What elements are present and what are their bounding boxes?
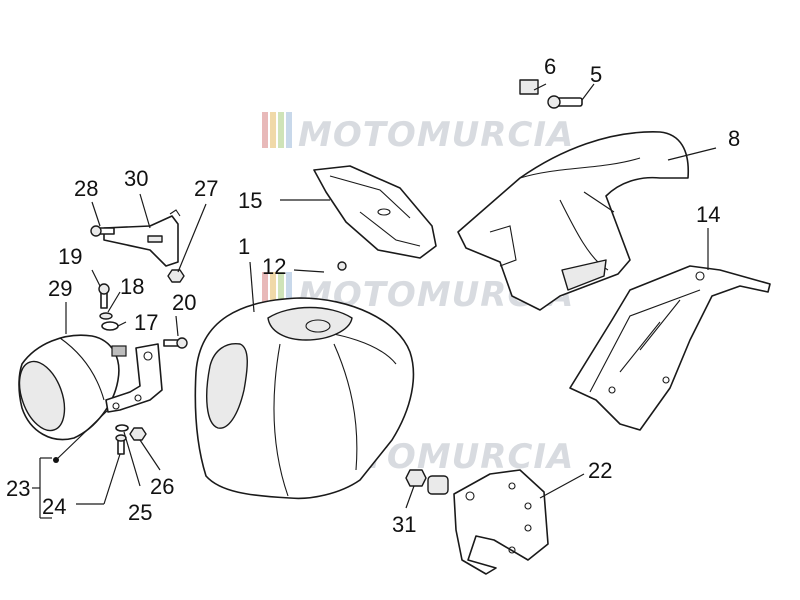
rear-bracket	[569, 265, 771, 431]
nut-27	[167, 269, 185, 283]
washer-18	[99, 312, 113, 320]
callout-5: 5	[590, 62, 602, 87]
callout-18: 18	[120, 274, 144, 299]
clip-6	[519, 79, 539, 95]
callout-23: 23	[6, 476, 30, 501]
nut-26	[129, 427, 147, 441]
screw-19	[98, 283, 110, 309]
leader-lines	[32, 83, 717, 519]
callout-14: 14	[696, 202, 720, 227]
callout-28: 28	[74, 176, 98, 201]
screw-28	[90, 225, 115, 237]
washer-25	[115, 424, 129, 432]
callout-15: 15	[238, 188, 262, 213]
screw-5	[547, 95, 583, 109]
rear-mudguard	[457, 131, 690, 311]
callout-31: 31	[392, 512, 416, 537]
callout-30: 30	[124, 166, 148, 191]
headlamp	[18, 334, 127, 441]
watermark-top: MOTOMURCIA	[262, 112, 574, 155]
headlamp-cover	[313, 165, 437, 259]
callout-17: 17	[134, 310, 158, 335]
nut-31	[405, 469, 427, 487]
callout-22: 22	[588, 458, 612, 483]
callout-12: 12	[262, 254, 286, 279]
callout-27: 27	[194, 176, 218, 201]
callout-1: 1	[238, 234, 250, 259]
screw-24	[115, 434, 127, 455]
mount-bracket-30	[103, 209, 181, 267]
reference-dot	[53, 457, 59, 463]
callout-19: 19	[58, 244, 82, 269]
mounting-plate	[453, 469, 549, 575]
washer-17	[101, 321, 119, 331]
screw-20	[163, 337, 188, 349]
callout-26: 26	[150, 474, 174, 499]
callout-labels: 1 5 6 8 12 14 15 17 18 19 20 22 23 24 25…	[6, 54, 740, 537]
front-fender	[194, 297, 415, 500]
spacer-31	[427, 475, 449, 495]
watermark-text: MOTOMURCIA	[298, 115, 574, 155]
callout-8: 8	[728, 126, 740, 151]
screw-12	[337, 261, 347, 271]
callout-20: 20	[172, 290, 196, 315]
headlamp-bracket	[105, 343, 163, 413]
callout-29: 29	[48, 276, 72, 301]
callout-6: 6	[544, 54, 556, 79]
callout-24: 24	[42, 494, 66, 519]
callout-25: 25	[128, 500, 152, 525]
